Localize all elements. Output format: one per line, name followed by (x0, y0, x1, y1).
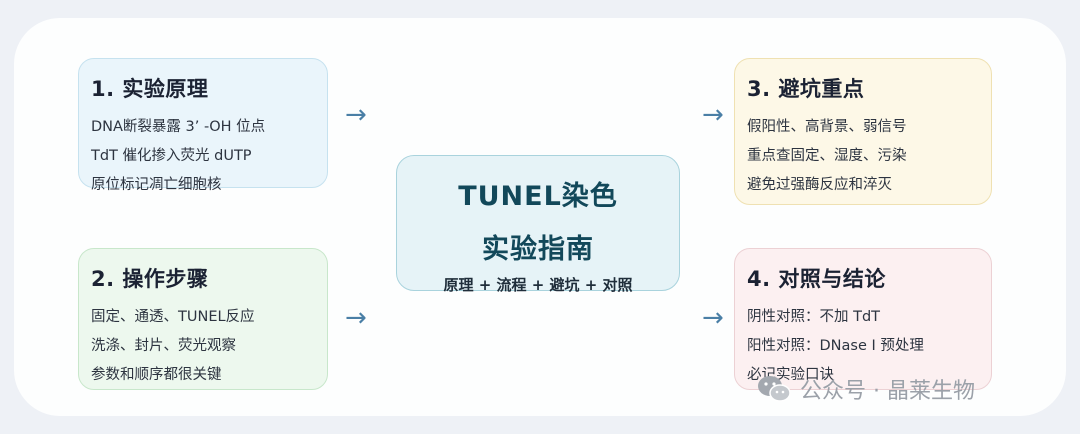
card-line: 阳性对照：DNase I 预处理 (747, 338, 924, 354)
card-line: DNA断裂暴露 3’ -OH 位点 (91, 119, 266, 135)
card-line: 参数和顺序都很关键 (91, 367, 222, 383)
card-line: 洗涤、封片、荧光观察 (91, 338, 236, 354)
watermark-text: 公众号 · 晶莱生物 (800, 379, 975, 404)
card-line: 避免过强酶反应和淬灭 (747, 177, 892, 193)
card-controls: 4. 对照与结论 阴性对照：不加 TdT 阳性对照：DNase I 预处理 必记… (734, 248, 992, 390)
card-procedure: 2. 操作步骤 固定、通透、TUNEL反应 洗涤、封片、荧光观察 参数和顺序都很… (78, 248, 328, 390)
arrow-right-icon: → (702, 100, 724, 130)
arrow-right-icon: → (345, 100, 367, 130)
center-title-line1: TUNEL染色 (458, 181, 618, 212)
card-title: 4. 对照与结论 (747, 267, 886, 291)
card-title: 1. 实验原理 (91, 77, 209, 101)
arrow-right-icon: → (702, 303, 724, 333)
card-pitfalls: 3. 避坑重点 假阳性、高背景、弱信号 重点查固定、湿度、污染 避免过强酶反应和… (734, 58, 992, 205)
center-title-box: TUNEL染色 实验指南 原理 + 流程 + 避坑 + 对照 (396, 155, 680, 294)
center-title-line2: 实验指南 (482, 234, 594, 265)
card-line: 固定、通透、TUNEL反应 (91, 309, 255, 325)
card-line: 阴性对照：不加 TdT (747, 309, 881, 325)
card-title: 2. 操作步骤 (91, 267, 209, 291)
card-line: TdT 催化掺入荧光 dUTP (91, 148, 252, 164)
arrow-right-icon: → (345, 303, 367, 333)
card-line: 原位标记凋亡细胞核 (91, 177, 222, 193)
card-line: 重点查固定、湿度、污染 (747, 148, 907, 164)
wechat-icon (756, 374, 792, 404)
card-title: 3. 避坑重点 (747, 77, 865, 101)
card-principle: 1. 实验原理 DNA断裂暴露 3’ -OH 位点 TdT 催化掺入荧光 dUT… (78, 58, 328, 193)
center-subtitle: 原理 + 流程 + 避坑 + 对照 (443, 276, 633, 294)
watermark: 公众号 · 晶莱生物 (756, 373, 975, 405)
card-line: 假阳性、高背景、弱信号 (747, 119, 907, 135)
